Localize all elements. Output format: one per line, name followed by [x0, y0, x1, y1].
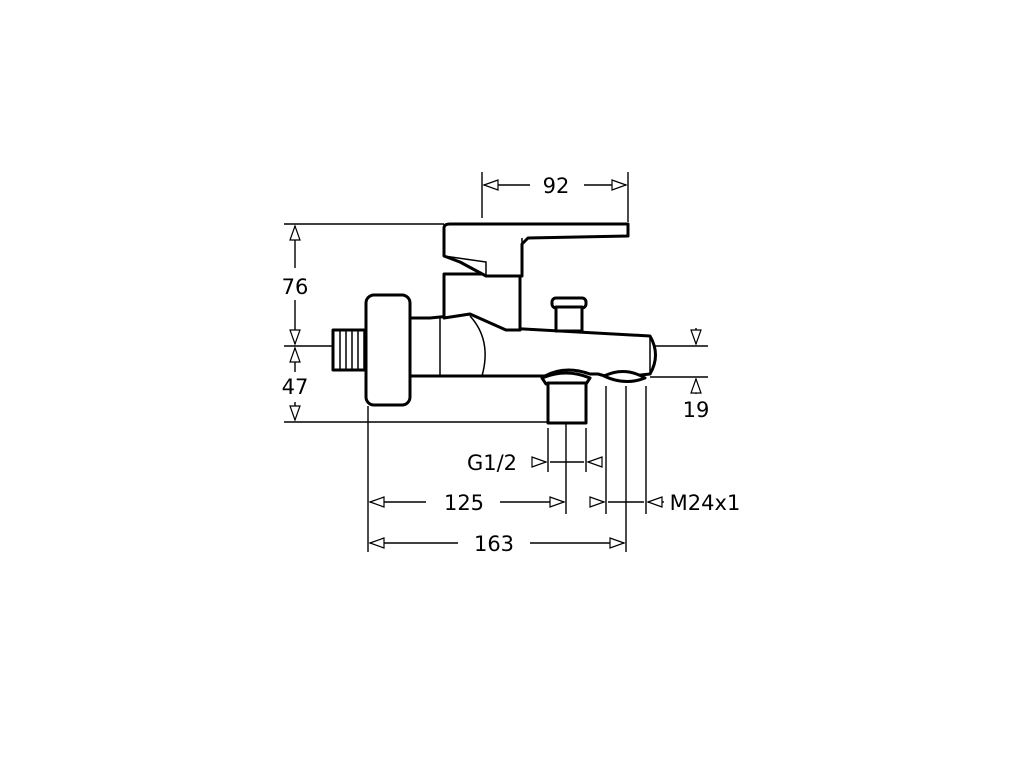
dimension-label-lower-height: 47 [282, 375, 309, 399]
dimension-arrow-up [289, 224, 301, 241]
main-body [398, 312, 657, 380]
dimension-arrow-left [368, 496, 385, 508]
dimension-label-outlet-thread: M24x1 [670, 491, 741, 515]
dimension-overall-length: 163 [368, 532, 626, 556]
dimension-lower-height: 47 [282, 346, 309, 422]
dimension-label-top-width: 92 [543, 174, 570, 198]
dimension-arrow-right [589, 496, 606, 508]
dimension-arrow-down [289, 405, 301, 422]
dimension-label-inlet-thread: G1/2 [467, 451, 517, 475]
spout-outlet [602, 370, 647, 383]
dimension-outlet-thread: M24x1 [589, 491, 741, 515]
wall-flange [364, 293, 412, 407]
dimension-label-inlet-distance: 125 [444, 491, 484, 515]
dimension-arrow-down [690, 329, 702, 346]
lever-handle [442, 222, 630, 278]
dimension-arrow-right [611, 179, 628, 191]
bottom-inlet [540, 371, 592, 425]
dimension-arrow-left [368, 537, 385, 549]
dimension-arrow-left [646, 496, 663, 508]
dimension-label-spout-height: 19 [683, 398, 710, 422]
dimension-arrow-left [482, 179, 499, 191]
dimension-top-width: 92 [482, 174, 628, 198]
dimension-inlet-distance: 125 [368, 491, 566, 515]
dimension-label-overall-height: 76 [282, 275, 309, 299]
dimension-arrow-right [609, 537, 626, 549]
dimension-arrow-down [289, 329, 301, 346]
dimension-arrow-up [289, 346, 301, 363]
diverter-knob [550, 296, 588, 333]
faucet-body [331, 222, 657, 425]
dimension-arrow-up [690, 377, 702, 394]
extension-lines [284, 172, 708, 552]
dimension-overall-height: 76 [282, 224, 309, 346]
dimension-spout-height: 19 [683, 328, 710, 422]
dimension-arrow-right [531, 456, 548, 468]
dimension-inlet-thread: G1/2 [467, 451, 603, 475]
dimension-label-overall-length: 163 [474, 532, 514, 556]
dimension-arrow-right [549, 496, 566, 508]
dimension-arrow-left [586, 456, 603, 468]
